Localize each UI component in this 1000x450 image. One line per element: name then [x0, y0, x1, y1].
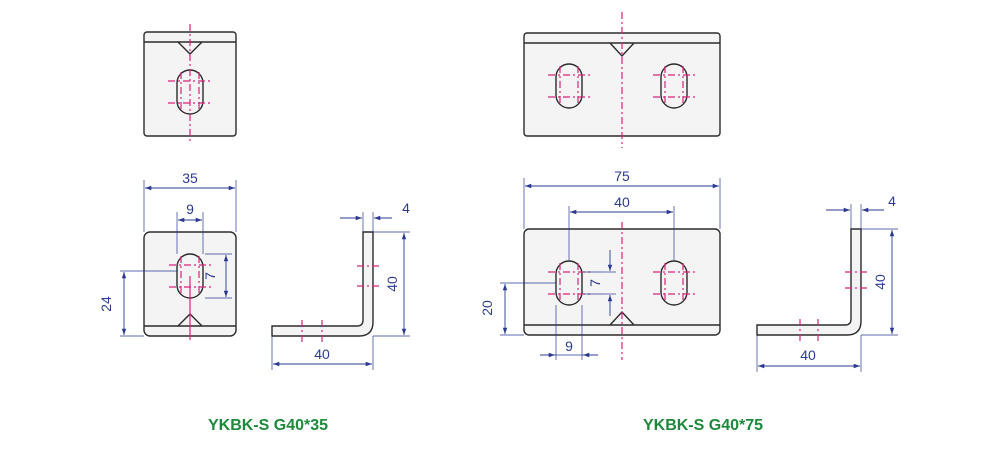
- part-1-title: YKBK-S G40*35: [208, 417, 328, 434]
- part-2-top-view: [523, 12, 721, 148]
- part-1-side-view: 4 40 40: [271, 200, 410, 370]
- dim-slot-length: 7: [587, 279, 603, 287]
- dim-thickness: 4: [402, 200, 410, 216]
- dim-horizontal-leg: 40: [800, 347, 816, 363]
- part-1-top-view: [143, 24, 237, 142]
- dim-height: 24: [98, 296, 114, 312]
- dim-horizontal-leg: 40: [314, 346, 330, 362]
- dim-height: 20: [479, 300, 495, 316]
- part-2-side-view: 4 40 40: [756, 193, 898, 372]
- dim-width: 75: [614, 168, 630, 184]
- dim-slot-pitch: 9: [186, 201, 194, 217]
- part-1-drawing: 35 9 7 24: [98, 24, 410, 434]
- dim-vertical-leg: 40: [872, 274, 888, 290]
- dim-width: 35: [182, 170, 198, 186]
- part-2-front-view: 75 40 7 20 9: [479, 168, 721, 360]
- part-1-front-view: 35 9 7 24: [98, 170, 237, 340]
- dim-slot-length: 7: [202, 272, 218, 280]
- dim-slot-width: 9: [565, 338, 573, 354]
- part-2-drawing: 75 40 7 20 9: [479, 12, 898, 434]
- dim-vertical-leg: 40: [384, 276, 400, 292]
- dim-thickness: 4: [888, 193, 896, 209]
- dim-hole-pitch: 40: [614, 194, 630, 210]
- part-2-title: YKBK-S G40*75: [643, 417, 763, 434]
